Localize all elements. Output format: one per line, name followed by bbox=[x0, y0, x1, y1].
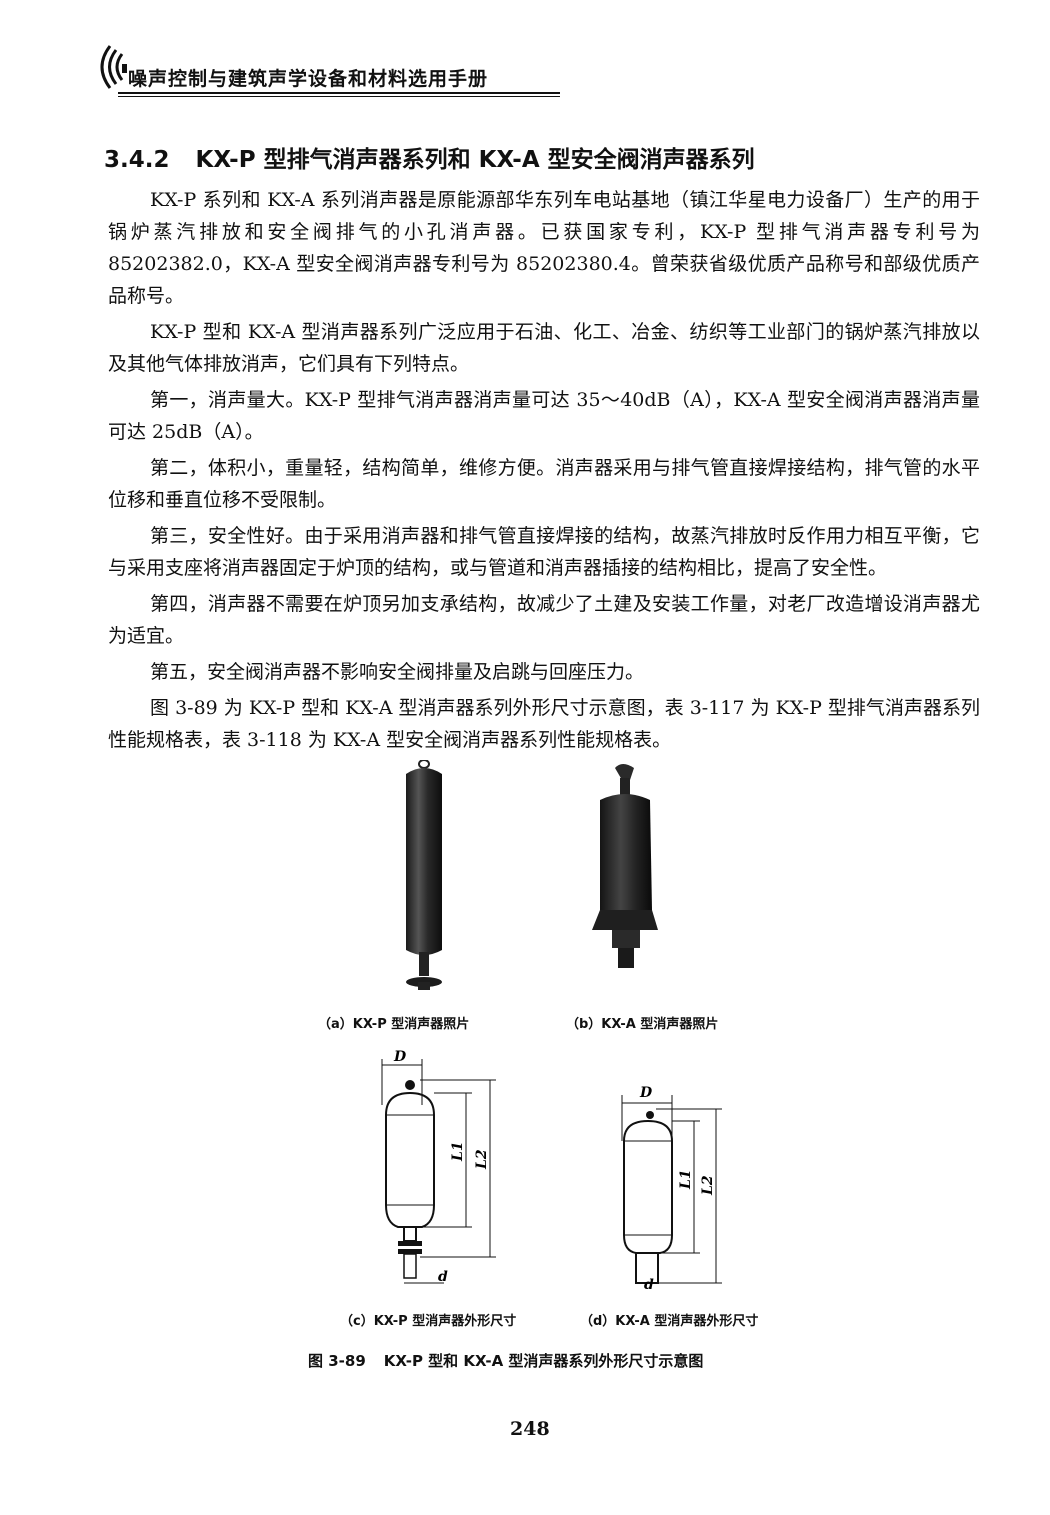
paragraph: 第二，体积小，重量轻，结构简单，维修方便。消声器采用与排气管直接焊接结构，排气管… bbox=[108, 457, 980, 511]
kx-a-photo bbox=[592, 764, 658, 968]
dim-L2-label: L2 bbox=[700, 1175, 716, 1196]
section-number: 3.4.2 bbox=[104, 147, 170, 173]
header-arc-mark-icon bbox=[100, 45, 127, 89]
dim-L1-label: L1 bbox=[450, 1141, 466, 1162]
dim-L2-label: L2 bbox=[474, 1149, 490, 1170]
dim-d-label: d bbox=[438, 1269, 448, 1285]
figure-title-text: KX-P 型和 KX-A 型消声器系列外形尺寸示意图 bbox=[383, 1352, 704, 1370]
section-title: KX-P 型排气消声器系列和 KX-A 型安全阀消声器系列 bbox=[195, 147, 755, 173]
paragraph: 图 3-89 为 KX-P 型和 KX-A 型消声器系列外形尺寸示意图，表 3-… bbox=[108, 697, 980, 751]
section-heading: 3.4.2 KX-P 型排气消声器系列和 KX-A 型安全阀消声器系列 bbox=[104, 140, 755, 174]
dim-D-label: D bbox=[393, 1049, 407, 1065]
kx-p-photo bbox=[406, 760, 442, 990]
paragraph: 第三，安全性好。由于采用消声器和排气管直接焊接的结构，故蒸汽排放时反作用力相互平… bbox=[108, 525, 980, 579]
body-text: KX-P 系列和 KX-A 系列消声器是原能源部华东列车电站基地（镇江华星电力设… bbox=[108, 184, 980, 760]
page-number: 248 bbox=[510, 1418, 550, 1440]
paragraph: 第五，安全阀消声器不影响安全阀排量及启跳与回座压力。 bbox=[150, 661, 645, 683]
paragraph: KX-P 系列和 KX-A 系列消声器是原能源部华东列车电站基地（镇江华星电力设… bbox=[108, 189, 980, 307]
caption-d: （d）KX-A 型消声器外形尺寸 bbox=[580, 1314, 759, 1329]
header-rule-thin bbox=[118, 96, 560, 97]
dim-d-label: d bbox=[644, 1277, 654, 1293]
caption-a: （a）KX-P 型消声器照片 bbox=[318, 1017, 470, 1032]
kx-p-dimension-drawing: D d L1 L2 bbox=[381, 1049, 496, 1285]
paragraph: 第一，消声量大。KX-P 型排气消声器消声量可达 35～40dB（A），KX-A… bbox=[108, 389, 980, 443]
dim-D-label: D bbox=[639, 1085, 653, 1101]
figure-number: 图 3-89 bbox=[308, 1352, 366, 1370]
paragraph: 第四，消声器不需要在炉顶另加支承结构，故减少了土建及安装工作量，对老厂改造增设消… bbox=[108, 593, 980, 647]
figure-title: 图 3-89 KX-P 型和 KX-A 型消声器系列外形尺寸示意图 bbox=[308, 1350, 703, 1371]
header-rule bbox=[118, 92, 560, 94]
caption-b: （b）KX-A 型消声器照片 bbox=[566, 1017, 719, 1032]
muffler-photos bbox=[406, 760, 658, 990]
dim-L1-label: L1 bbox=[678, 1169, 694, 1190]
kx-a-dimension-drawing: D d L1 L2 bbox=[621, 1085, 722, 1293]
paragraph: KX-P 型和 KX-A 型消声器系列广泛应用于石油、化工、冶金、纺织等工业部门… bbox=[108, 321, 980, 375]
header-book-title: 噪声控制与建筑声学设备和材料选用手册 bbox=[128, 68, 489, 90]
caption-c: （c）KX-P 型消声器外形尺寸 bbox=[340, 1314, 517, 1329]
